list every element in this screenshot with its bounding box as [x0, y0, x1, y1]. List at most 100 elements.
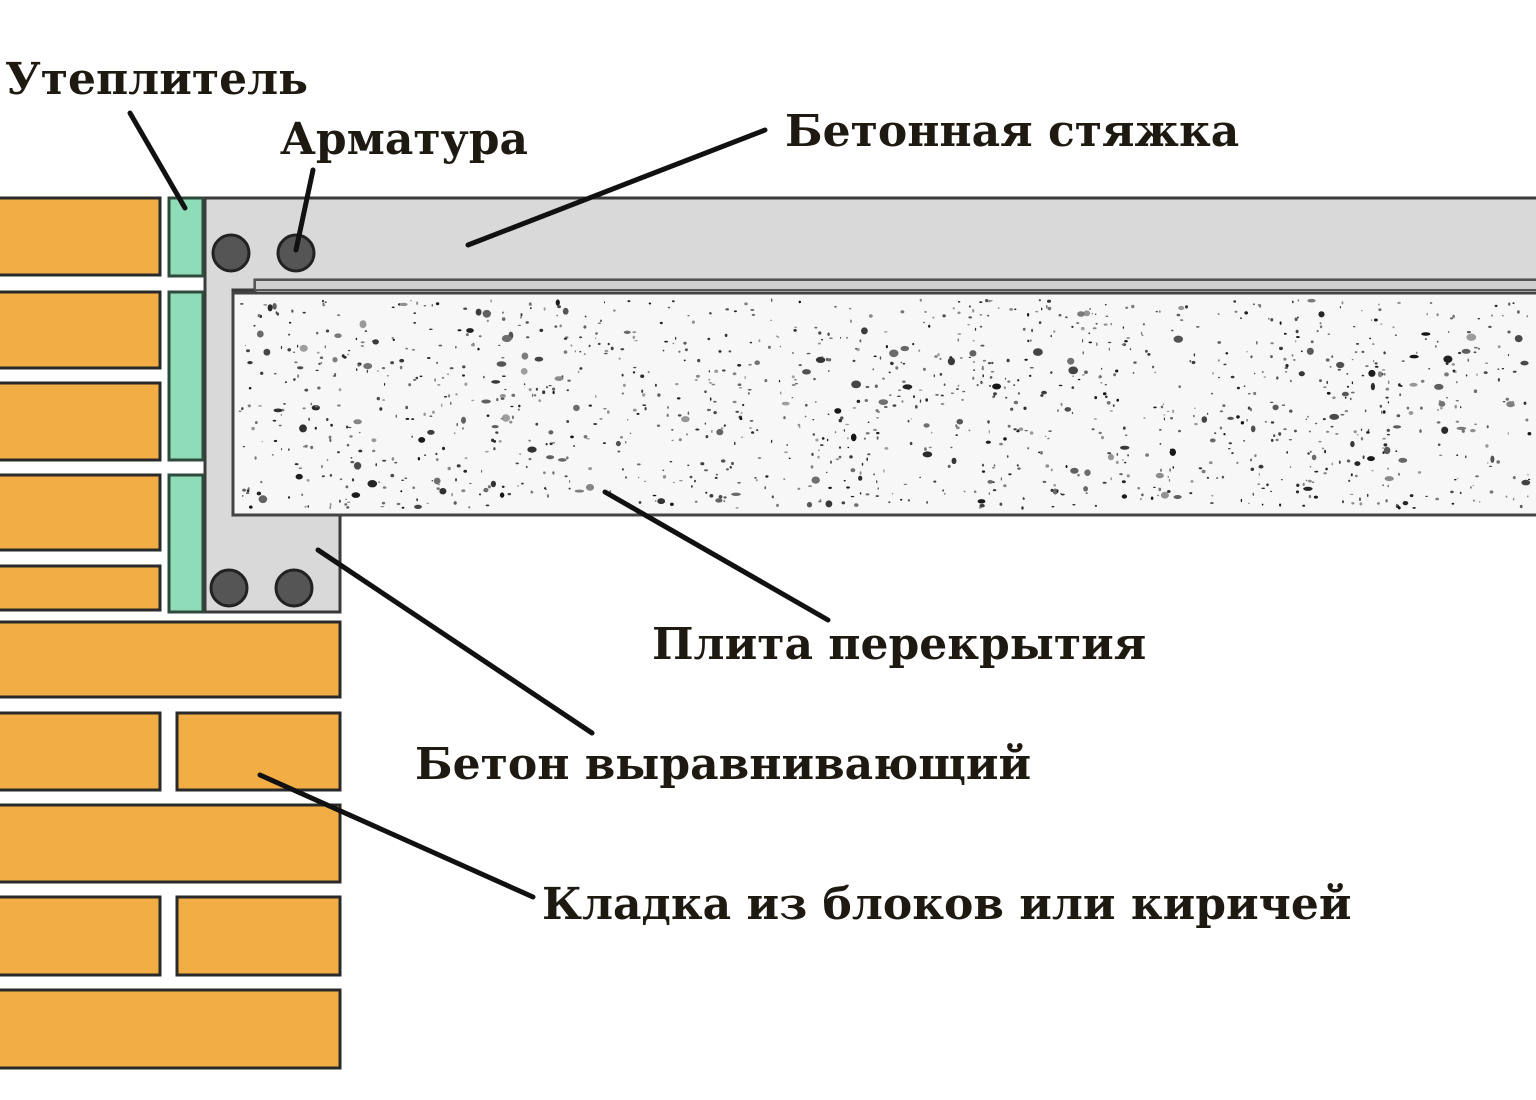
aggregate-speck	[1029, 431, 1034, 435]
aggregate-speck	[288, 321, 292, 324]
aggregate-speck	[1172, 466, 1175, 469]
aggregate-speck	[500, 418, 504, 420]
aggregate-speck	[588, 467, 592, 471]
aggregate-speck	[306, 479, 310, 482]
aggregate-speck	[997, 307, 1000, 309]
aggregate-speck	[1243, 440, 1246, 442]
aggregate-speck	[928, 324, 931, 328]
aggregate-speck	[878, 399, 889, 405]
aggregate-speck	[666, 413, 669, 417]
aggregate-speck	[242, 446, 246, 448]
aggregate-speck	[1366, 431, 1370, 434]
aggregate-speck	[1101, 435, 1104, 440]
aggregate-speck	[1155, 472, 1164, 479]
aggregate-speck	[603, 408, 607, 410]
aggregate-speck	[483, 375, 485, 379]
aggregate-speck	[1392, 425, 1402, 429]
aggregate-speck	[288, 333, 291, 336]
aggregate-speck	[1150, 496, 1154, 500]
aggregate-speck	[1017, 467, 1021, 470]
aggregate-speck	[502, 311, 504, 314]
aggregate-speck	[1223, 363, 1227, 366]
aggregate-speck	[671, 300, 675, 303]
aggregate-speck	[472, 342, 475, 344]
aggregate-speck	[1387, 380, 1390, 385]
aggregate-speck	[742, 403, 745, 407]
aggregate-speck	[447, 373, 449, 375]
aggregate-speck	[1374, 318, 1378, 322]
aggregate-speck	[1240, 317, 1242, 320]
aggregate-speck	[671, 429, 674, 431]
aggregate-speck	[1108, 453, 1114, 461]
aggregate-speck	[372, 339, 379, 345]
aggregate-speck	[897, 395, 901, 398]
aggregate-speck	[689, 475, 693, 479]
aggregate-speck	[1077, 378, 1081, 381]
aggregate-speck	[351, 478, 355, 482]
aggregate-speck	[1306, 347, 1314, 355]
aggregate-speck	[1350, 391, 1355, 394]
aggregate-speck	[301, 493, 304, 497]
aggregate-speck	[1240, 498, 1243, 503]
aggregate-speck	[700, 462, 705, 466]
aggregate-speck	[654, 383, 657, 387]
aggregate-speck	[1505, 495, 1508, 498]
aggregate-speck	[644, 480, 646, 483]
aggregate-speck	[788, 457, 791, 460]
aggregate-speck	[1024, 430, 1028, 432]
aggregate-speck	[852, 359, 856, 363]
aggregate-speck	[1083, 486, 1088, 492]
aggregate-speck	[1385, 396, 1389, 399]
aggregate-speck	[251, 426, 255, 431]
aggregate-speck	[770, 319, 772, 321]
aggregate-speck	[1323, 472, 1327, 475]
aggregate-speck	[404, 477, 408, 480]
aggregate-speck	[297, 344, 299, 348]
aggregate-speck	[955, 434, 958, 436]
aggregate-speck	[1516, 310, 1520, 314]
aggregate-speck	[876, 480, 878, 484]
aggregate-speck	[993, 464, 996, 467]
aggregate-speck	[456, 464, 461, 468]
aggregate-speck	[574, 489, 585, 493]
aggregate-speck	[350, 460, 355, 464]
aggregate-speck	[1327, 333, 1331, 335]
aggregate-speck	[858, 475, 863, 481]
aggregate-speck	[273, 408, 283, 413]
aggregate-speck	[747, 389, 752, 391]
aggregate-speck	[346, 443, 350, 447]
aggregate-speck	[471, 399, 475, 402]
aggregate-speck	[654, 500, 657, 502]
aggregate-speck	[379, 407, 383, 411]
aggregate-speck	[1122, 426, 1126, 430]
aggregate-speck	[1246, 418, 1248, 422]
aggregate-speck	[1052, 488, 1058, 495]
aggregate-speck	[320, 361, 323, 365]
aggregate-speck	[1326, 430, 1330, 433]
aggregate-speck	[1071, 411, 1074, 415]
aggregate-speck	[922, 451, 933, 458]
aggregate-speck	[764, 379, 768, 383]
aggregate-speck	[798, 364, 802, 367]
aggregate-speck	[1193, 353, 1196, 357]
aggregate-speck	[715, 473, 719, 476]
aggregate-speck	[840, 416, 844, 420]
aggregate-speck	[498, 440, 502, 443]
aggregate-speck	[345, 485, 349, 489]
aggregate-speck	[548, 385, 552, 387]
aggregate-speck	[838, 455, 842, 459]
aggregate-speck	[583, 435, 588, 439]
aggregate-speck	[849, 307, 852, 310]
aggregate-speck	[708, 382, 713, 384]
aggregate-speck	[1201, 469, 1206, 474]
aggregate-speck	[957, 301, 961, 303]
aggregate-speck	[453, 432, 456, 435]
aggregate-speck	[319, 356, 324, 360]
aggregate-speck	[770, 298, 773, 303]
aggregate-speck	[779, 345, 782, 348]
aggregate-speck	[912, 342, 915, 346]
aggregate-speck	[1230, 375, 1235, 379]
aggregate-speck	[577, 370, 580, 374]
aggregate-speck	[1022, 327, 1026, 331]
aggregate-speck	[1016, 464, 1019, 467]
